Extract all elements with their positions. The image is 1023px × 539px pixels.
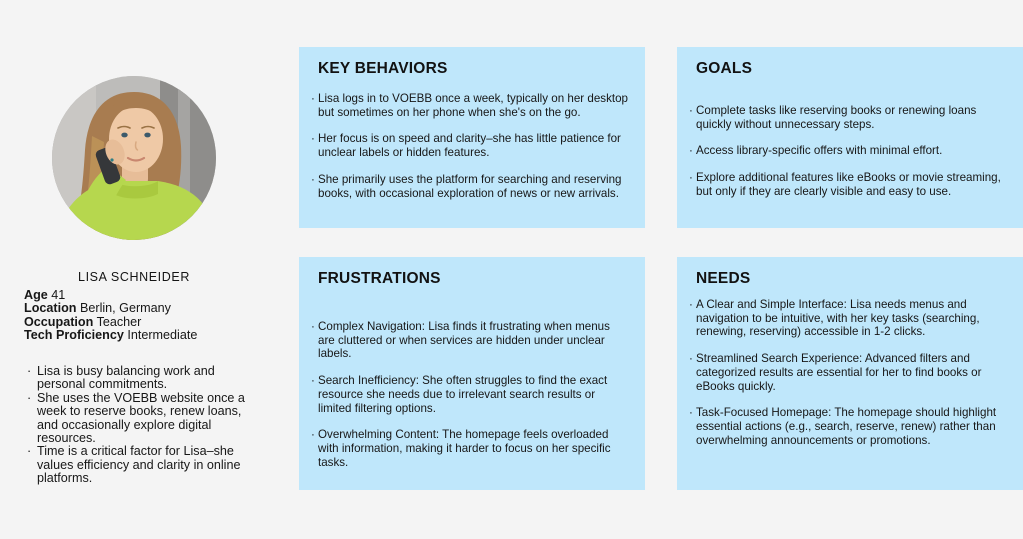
bullet-icon: · bbox=[27, 444, 32, 459]
list-item: ·Lisa is busy balancing work and persona… bbox=[27, 364, 215, 392]
list-item: ·Explore additional features like eBooks… bbox=[689, 171, 1001, 198]
bullet-icon: · bbox=[311, 428, 315, 442]
bullet-icon: · bbox=[27, 390, 32, 405]
bullet-icon: · bbox=[311, 320, 315, 333]
bullet-icon: · bbox=[689, 352, 693, 366]
list-item: ·A Clear and Simple Interface: Lisa need… bbox=[689, 298, 980, 339]
frustrations-card: FRUSTRATIONS ·Complex Navigation: Lisa f… bbox=[299, 257, 645, 490]
bullet-icon: · bbox=[689, 171, 693, 185]
list-item: ·Her focus is on speed and clarity–she h… bbox=[311, 132, 621, 160]
attribute-value: Intermediate bbox=[127, 328, 198, 343]
attribute-label: Tech Proficiency bbox=[24, 328, 124, 343]
bullet-icon: · bbox=[27, 364, 32, 378]
attribute-location: Location Berlin, Germany bbox=[24, 302, 197, 315]
bullet-icon: · bbox=[311, 132, 315, 146]
needs-list: ·A Clear and Simple Interface: Lisa need… bbox=[689, 298, 1007, 447]
goals-list: ·Complete tasks like reserving books or … bbox=[689, 104, 1007, 199]
bullet-icon: · bbox=[689, 406, 693, 420]
attribute-occupation: Occupation Teacher bbox=[24, 314, 197, 329]
bullet-icon: · bbox=[311, 172, 315, 186]
list-item: ·Task-Focused Homepage: The homepage sho… bbox=[689, 406, 997, 447]
card-title: NEEDS bbox=[696, 270, 751, 287]
list-item: ·Streamlined Search Experience: Advanced… bbox=[689, 352, 982, 393]
list-item: ·Time is a critical factor for Lisa–she … bbox=[27, 444, 241, 486]
persona-name: LISA SCHNEIDER bbox=[78, 270, 190, 284]
key-behaviors-list: ·Lisa logs in to VOEBB once a week, typi… bbox=[311, 92, 629, 200]
attribute-label: Location bbox=[24, 301, 77, 316]
attribute-label: Age bbox=[24, 288, 48, 302]
list-item: ·Complete tasks like reserving books or … bbox=[689, 104, 977, 131]
list-item: ·Complex Navigation: Lisa finds it frust… bbox=[311, 320, 610, 361]
card-title: FRUSTRATIONS bbox=[318, 270, 441, 287]
persona-summary-list: ·Lisa is busy balancing work and persona… bbox=[27, 364, 259, 486]
list-item: ·She primarily uses the platform for sea… bbox=[311, 172, 622, 200]
card-title: GOALS bbox=[696, 60, 753, 77]
goals-card: GOALS ·Complete tasks like reserving boo… bbox=[677, 47, 1023, 228]
bullet-icon: · bbox=[311, 374, 315, 388]
list-item: ·Search Inefficiency: She often struggle… bbox=[311, 374, 608, 415]
frustrations-list: ·Complex Navigation: Lisa finds it frust… bbox=[311, 320, 629, 469]
list-item: ·Overwhelming Content: The homepage feel… bbox=[311, 428, 611, 469]
attribute-tech-proficiency: Tech Proficiency Intermediate bbox=[24, 329, 197, 342]
attribute-age: Age 41 bbox=[24, 288, 197, 302]
bullet-icon: · bbox=[689, 298, 693, 311]
list-item: ·She uses the VOEBB website once a week … bbox=[27, 390, 245, 446]
needs-card: NEEDS ·A Clear and Simple Interface: Lis… bbox=[677, 257, 1023, 490]
attribute-label: Occupation bbox=[24, 314, 94, 329]
bullet-icon: · bbox=[689, 144, 693, 158]
persona-photo bbox=[52, 76, 216, 240]
bullet-icon: · bbox=[311, 92, 315, 105]
bullet-icon: · bbox=[689, 104, 693, 117]
key-behaviors-card: KEY BEHAVIORS ·Lisa logs in to VOEBB onc… bbox=[299, 47, 645, 228]
attribute-value: Teacher bbox=[96, 314, 142, 329]
woman-portrait-illustration bbox=[52, 76, 216, 240]
list-item: ·Access library-specific offers with min… bbox=[689, 144, 943, 158]
persona-attributes: Age 41 Location Berlin, Germany Occupati… bbox=[24, 288, 197, 343]
card-title: KEY BEHAVIORS bbox=[318, 60, 448, 77]
list-item: ·Lisa logs in to VOEBB once a week, typi… bbox=[311, 92, 628, 119]
attribute-value: 41 bbox=[51, 288, 66, 302]
attribute-value: Berlin, Germany bbox=[79, 301, 171, 316]
